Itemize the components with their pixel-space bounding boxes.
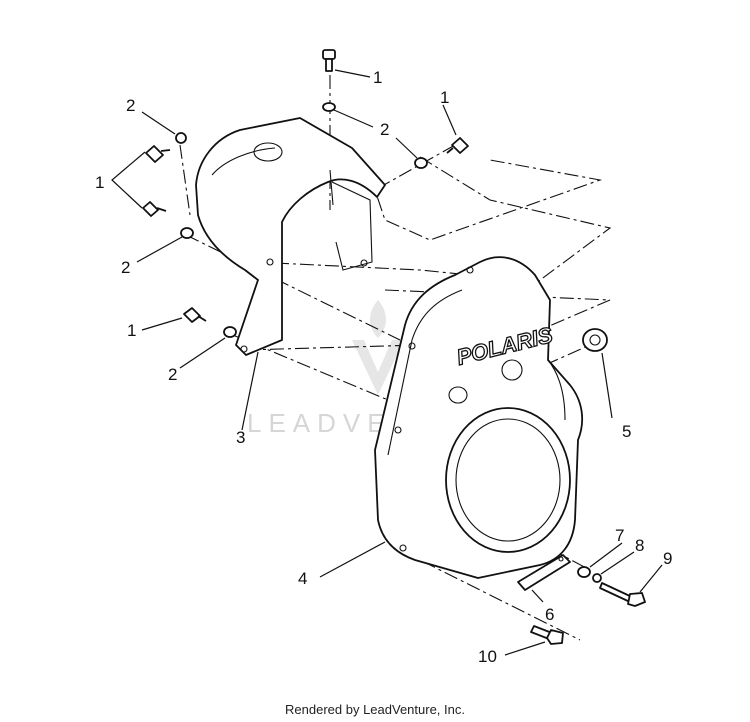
callout-1: 1 <box>127 321 136 340</box>
grommet-part-5 <box>582 328 608 352</box>
callout-1: 1 <box>373 68 382 87</box>
washer-part-2-left <box>180 227 194 239</box>
washer-part-8 <box>592 573 602 583</box>
bolt-part-9 <box>599 582 646 607</box>
washer-part-7 <box>577 566 591 578</box>
exploded-parts-diagram: LEADVENTURE <box>95 49 672 666</box>
callout-1: 1 <box>440 88 449 107</box>
callout-9: 9 <box>663 549 672 568</box>
callout-2: 2 <box>168 365 177 384</box>
screw-part-1-left-upper <box>145 145 171 163</box>
blower-housing-part-4: POLARIS <box>374 256 584 579</box>
callout-leader-lines <box>111 69 663 656</box>
callout-4: 4 <box>298 569 307 588</box>
callout-7: 7 <box>615 526 624 545</box>
strap-part-6 <box>517 554 571 591</box>
callout-labels: 1 1 1 1 2 2 2 2 3 4 5 6 7 8 9 10 <box>95 68 672 666</box>
screw-part-1-left-lower <box>142 201 167 217</box>
callout-8: 8 <box>635 536 644 555</box>
callout-10: 10 <box>478 647 497 666</box>
footer-credit: Rendered by LeadVenture, Inc. <box>285 702 465 717</box>
screw-part-1-middle <box>183 307 207 323</box>
washer-part-2-top <box>322 102 336 112</box>
screw-part-1-top <box>322 49 336 72</box>
washer-part-2-right <box>414 157 428 169</box>
callout-3: 3 <box>236 428 245 447</box>
screw-part-1-right <box>446 137 469 154</box>
washer-part-2-lower <box>223 326 237 338</box>
callout-2: 2 <box>121 258 130 277</box>
callout-2: 2 <box>380 120 389 139</box>
upper-shroud-part-3 <box>195 117 386 356</box>
washer-part-2-upper-left <box>175 132 187 144</box>
callout-6: 6 <box>545 605 554 624</box>
callout-5: 5 <box>622 422 631 441</box>
bolt-part-10 <box>530 625 564 645</box>
callout-1: 1 <box>95 173 104 192</box>
callout-2: 2 <box>126 96 135 115</box>
